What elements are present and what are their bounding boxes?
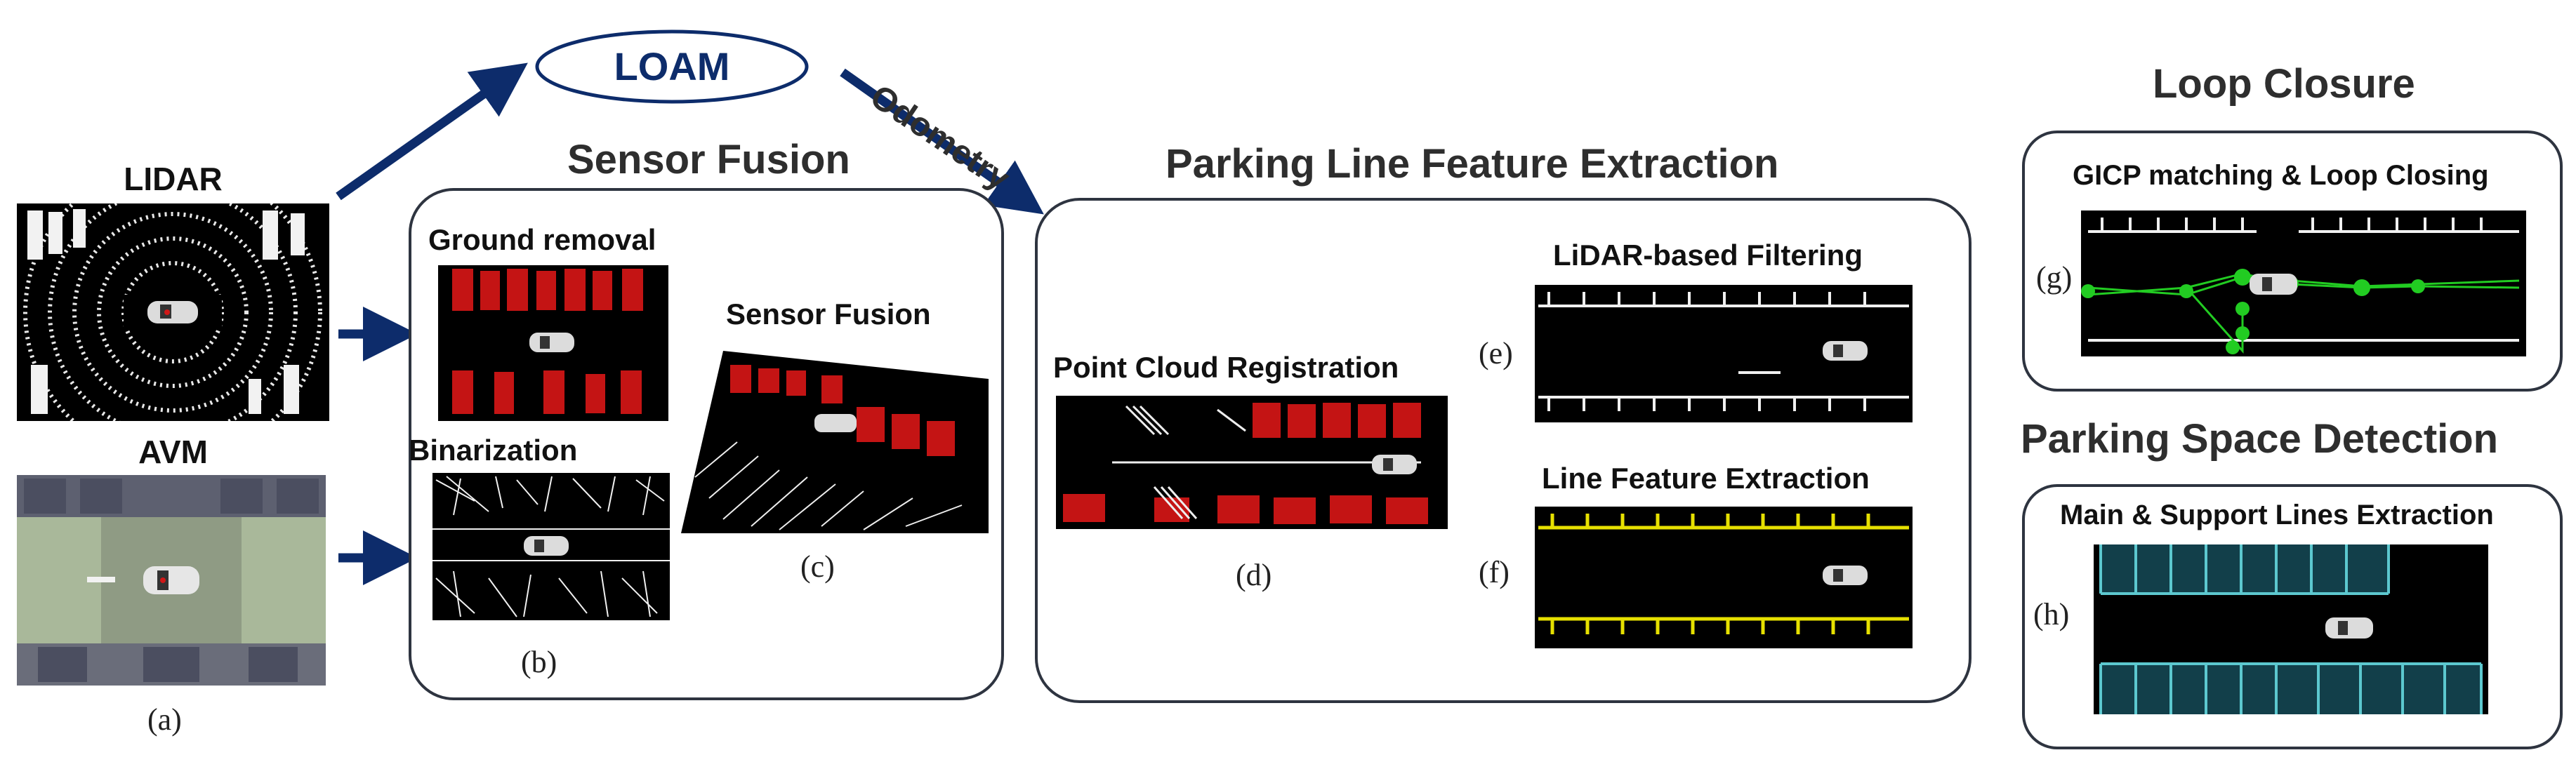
odometry-arrow (840, 68, 1044, 215)
loop-closure-image (2081, 210, 2526, 356)
parking-line-title: Parking Line Feature Extraction (1165, 141, 1779, 187)
ground-removal-image (438, 265, 668, 421)
sensor-fusion-title: Sensor Fusion (567, 137, 850, 182)
point-cloud-registration-image (1056, 396, 1448, 529)
main-support-label: Main & Support Lines Extraction (2060, 500, 2494, 530)
lidar-to-loam-arrow (336, 62, 528, 201)
caption-c: (c) (800, 549, 835, 584)
caption-e: (e) (1479, 336, 1513, 370)
loam-ellipse (535, 29, 809, 104)
caption-h: (h) (2033, 597, 2070, 631)
ground-removal-label: Ground removal (428, 223, 656, 256)
lidar-filtering-label: LiDAR-based Filtering (1553, 239, 1863, 272)
binarization-image (432, 473, 670, 620)
caption-f: (f) (1479, 555, 1510, 589)
lidar-image (17, 203, 329, 421)
loop-closure-title: Loop Closure (2153, 61, 2415, 107)
line-feature-extraction-label: Line Feature Extraction (1542, 462, 1870, 495)
binarization-label: Binarization (409, 434, 578, 467)
caption-d: (d) (1236, 558, 1272, 592)
avm-image (17, 475, 326, 686)
line-feature-extraction-image (1535, 507, 1913, 648)
lidar-label: LIDAR (124, 161, 223, 197)
caption-a: (a) (147, 702, 182, 737)
loam-label: LOAM (614, 44, 730, 88)
avm-label: AVM (138, 434, 208, 470)
gicp-label: GICP matching & Loop Closing (2073, 160, 2489, 191)
caption-b: (b) (521, 645, 557, 679)
point-cloud-registration-label: Point Cloud Registration (1053, 351, 1399, 384)
caption-g: (g) (2036, 260, 2073, 295)
lidar-filtering-image (1535, 285, 1913, 422)
parking-space-title: Parking Space Detection (2021, 416, 2499, 462)
sensor-fusion-sub-label: Sensor Fusion (726, 298, 931, 330)
sensor-fusion-image (681, 337, 989, 533)
parking-space-image (2094, 544, 2488, 714)
